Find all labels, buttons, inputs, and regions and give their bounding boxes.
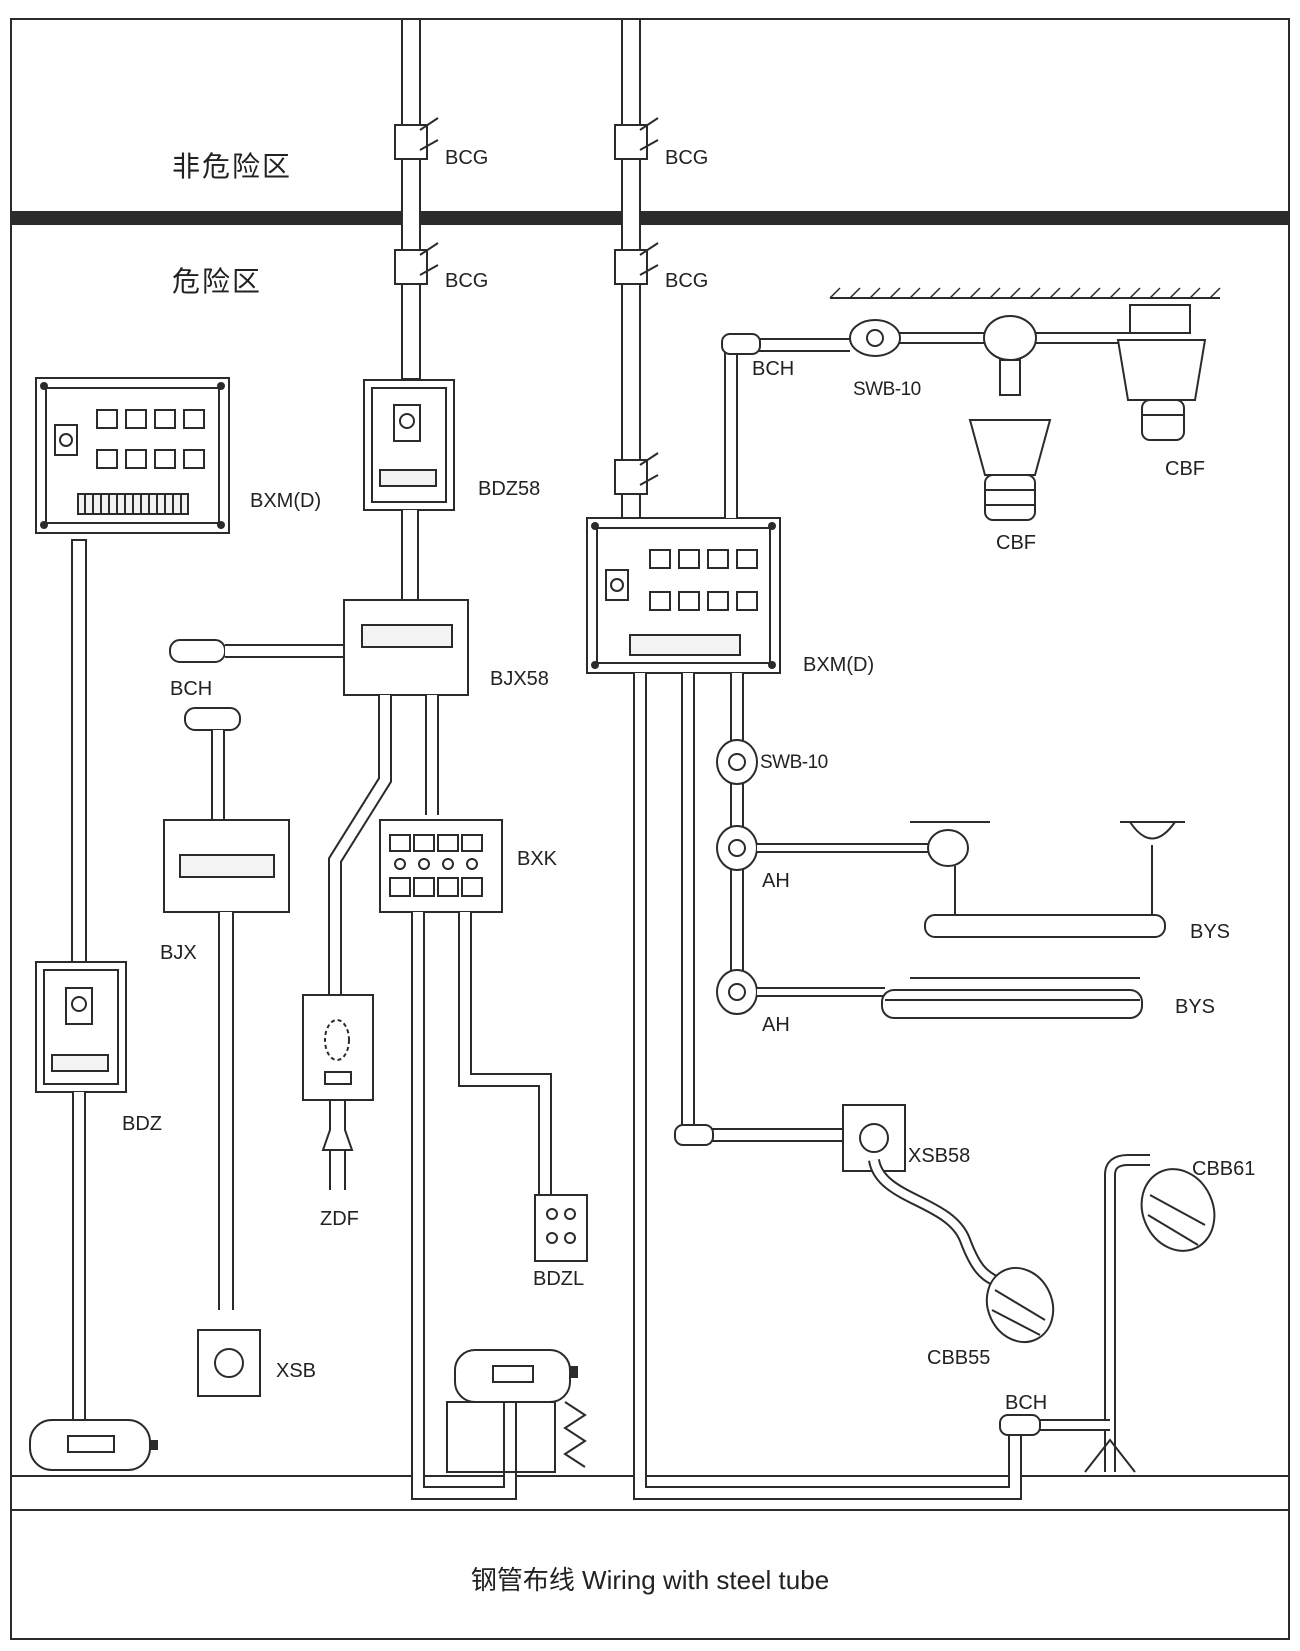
label-cbb61: CBB61 bbox=[1192, 1158, 1256, 1180]
label-bcg: BCG bbox=[665, 147, 709, 169]
bjx58-box bbox=[343, 599, 469, 696]
label-xsb: XSB bbox=[276, 1360, 317, 1382]
label-ah: AH bbox=[762, 1014, 790, 1036]
label-bjx58: BJX58 bbox=[490, 668, 549, 690]
label-bxm-left: BXM(D) bbox=[250, 490, 322, 512]
label-bxm-right: BXM(D) bbox=[803, 654, 875, 676]
ah-junction-1 bbox=[716, 825, 758, 871]
swb-top-junction bbox=[849, 319, 901, 357]
bch-bottom-fitting bbox=[999, 1414, 1041, 1436]
cbf-lamp-1 bbox=[968, 315, 1052, 521]
diagram-frame bbox=[10, 18, 1290, 1640]
bxm-left-box bbox=[35, 377, 230, 534]
bdzl-box bbox=[534, 1194, 588, 1262]
bch-top-fitting bbox=[721, 333, 761, 355]
zone-non-hazardous: 非危险区 bbox=[172, 150, 293, 183]
bdz58-box bbox=[363, 379, 455, 511]
label-bxk: BXK bbox=[517, 848, 558, 870]
zone-hazardous: 危险区 bbox=[172, 265, 263, 298]
ceiling-hatch-top bbox=[829, 287, 1221, 299]
label-bcg: BCG bbox=[445, 270, 489, 292]
label-xsb58: XSB58 bbox=[908, 1145, 971, 1167]
diagram-caption: 钢管布线 Wiring with steel tube bbox=[470, 1565, 830, 1595]
label-bch: BCH bbox=[752, 358, 795, 380]
zone-divider bbox=[11, 211, 1289, 225]
label-ah: AH bbox=[762, 870, 790, 892]
motor-left bbox=[29, 1419, 158, 1471]
label-bcg: BCG bbox=[445, 147, 489, 169]
label-cbf: CBF bbox=[996, 532, 1036, 554]
bjx-box bbox=[163, 819, 290, 913]
bxm-right-box bbox=[586, 517, 781, 674]
bdz-box bbox=[35, 961, 127, 1093]
cbf-lamp-2 bbox=[1116, 304, 1207, 441]
label-bdz58: BDZ58 bbox=[478, 478, 541, 500]
xsb-box bbox=[197, 1329, 261, 1397]
bch-lower-fitting bbox=[674, 1124, 714, 1146]
label-swb: SWB-10 bbox=[760, 752, 828, 773]
label-swb: SWB-10 bbox=[853, 379, 921, 400]
label-bys: BYS bbox=[1190, 921, 1231, 943]
bys-lamp-2 bbox=[881, 977, 1143, 1019]
cbb61-pole-lamp bbox=[1084, 1154, 1216, 1473]
bys-lamp-1 bbox=[910, 821, 1185, 938]
label-bys: BYS bbox=[1175, 996, 1216, 1018]
label-cbf: CBF bbox=[1165, 458, 1205, 480]
label-bjx: BJX bbox=[160, 942, 197, 964]
conduit-left-vertical bbox=[394, 18, 439, 380]
label-cbb55: CBB55 bbox=[927, 1347, 991, 1369]
label-bch: BCH bbox=[1005, 1392, 1048, 1414]
pipe-bxm-bdz bbox=[71, 539, 87, 971]
zdf-socket bbox=[302, 994, 374, 1190]
cbb55-lamp bbox=[985, 1267, 1055, 1343]
bxk-box bbox=[379, 819, 503, 913]
bch-left-fitting bbox=[169, 639, 226, 663]
label-zdf: ZDF bbox=[320, 1208, 359, 1230]
ah-junction-2 bbox=[716, 969, 758, 1015]
motor-center bbox=[446, 1349, 587, 1473]
swb-mid-junction bbox=[716, 739, 758, 785]
label-bdz: BDZ bbox=[122, 1113, 162, 1135]
label-bcg: BCG bbox=[665, 270, 709, 292]
label-bdzl: BDZL bbox=[533, 1268, 585, 1290]
bch-mid-fitting bbox=[184, 707, 241, 731]
label-bch: BCH bbox=[170, 678, 213, 700]
conduit-right-vertical bbox=[614, 18, 659, 520]
